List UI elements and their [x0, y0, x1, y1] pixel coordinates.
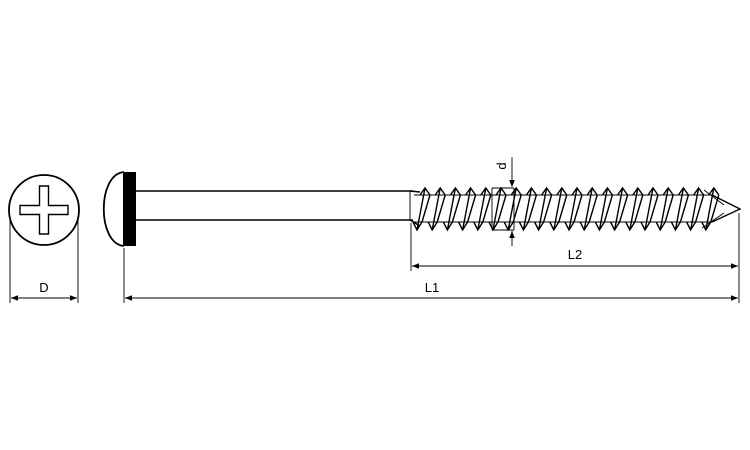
label-D: D — [39, 280, 48, 295]
thread-crest — [655, 186, 674, 232]
label-L2: L2 — [568, 247, 582, 262]
thread-crest — [670, 186, 690, 232]
thread-crest — [685, 186, 705, 232]
thread-crest — [457, 186, 477, 232]
head-flange — [123, 172, 136, 246]
label-d: d — [494, 162, 509, 169]
thread-crest — [518, 186, 538, 232]
thread-crest — [533, 186, 553, 232]
thread-crest — [503, 186, 522, 232]
head-top-view — [8, 174, 80, 246]
screw-head — [102, 171, 125, 247]
thread-crest — [427, 186, 446, 232]
screw-side-view — [102, 171, 742, 247]
dimension-L1: L1 — [125, 280, 738, 301]
phillips-cross-icon — [19, 185, 69, 235]
threaded-section — [409, 186, 742, 232]
thread-crest — [549, 186, 568, 232]
thread-crest — [564, 186, 583, 232]
screw-tip — [711, 194, 742, 223]
thread-crest — [442, 186, 462, 232]
thread-crest — [625, 186, 644, 232]
dimension-L2: L2 — [412, 247, 738, 269]
thread-crest — [640, 186, 659, 232]
thread-crest — [594, 186, 614, 232]
thread-crest — [473, 186, 492, 232]
extension-lines — [9, 213, 740, 303]
thread-crest — [412, 186, 431, 232]
thread-crest — [701, 186, 720, 232]
tip-flute — [701, 189, 725, 229]
label-L1: L1 — [425, 280, 439, 295]
thread-crest — [579, 186, 598, 232]
thread-crest — [609, 186, 629, 232]
dimension-D: D — [11, 280, 77, 301]
dimension-d: d — [491, 157, 515, 246]
